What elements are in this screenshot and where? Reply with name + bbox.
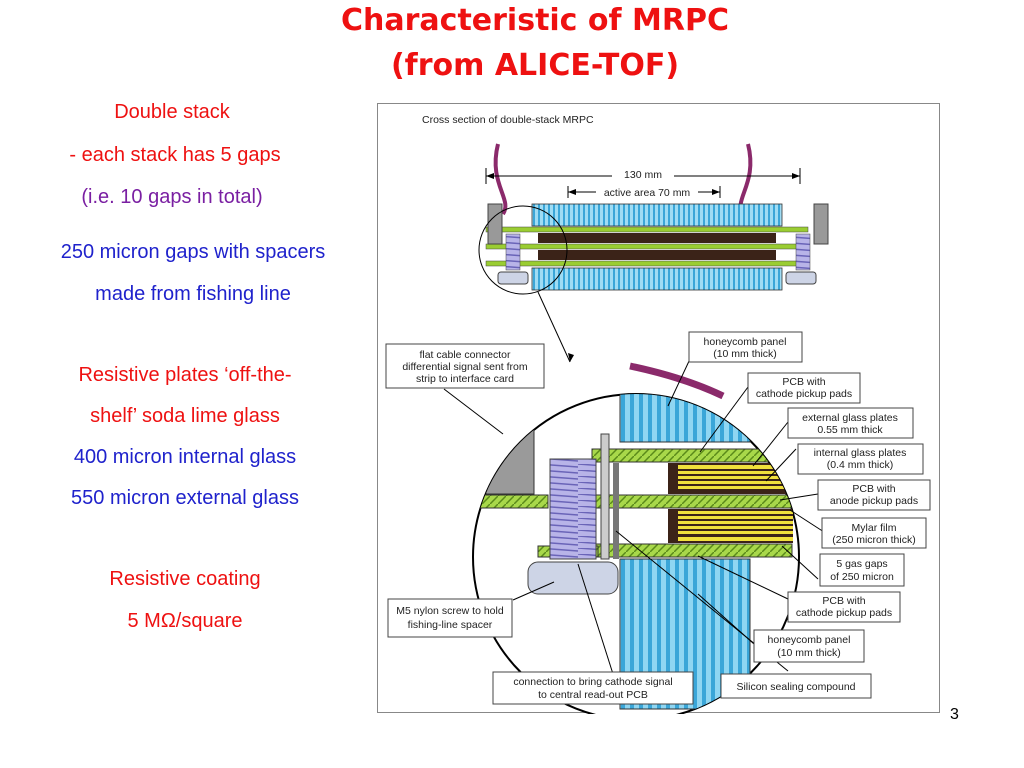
pcb-connector [477,494,549,509]
svg-text:anode pickup pads: anode pickup pads [830,495,918,507]
svg-text:5 gas gaps: 5 gas gaps [836,558,887,570]
label-flat-cable: flat cable connector differential signal… [385,343,545,389]
label-honeycomb-bottom: honeycomb panel (10 mm thick) [753,629,865,663]
svg-text:PCB with: PCB with [782,376,825,388]
cable-right [738,143,753,216]
svg-text:(10 mm thick): (10 mm thick) [777,647,841,659]
label-pcb-cathode-bottom: PCB with cathode pickup pads [787,591,901,623]
bullet-external-glass: 550 micron external glass [71,487,299,509]
pcb-bottom [591,543,793,558]
label-honeycomb-top: honeycomb panel (10 mm thick) [688,331,803,363]
pcb-anode [591,494,793,509]
label-mylar-film: Mylar film (250 micron thick) [821,517,927,549]
svg-text:PCB with: PCB with [852,483,895,495]
screw-head [527,561,619,595]
svg-text:(250 micron thick): (250 micron thick) [832,534,915,546]
flat-cable-connector [485,403,535,495]
svg-text:(10 mm thick): (10 mm thick) [713,348,777,360]
svg-text:internal glass plates: internal glass plates [814,447,907,459]
svg-text:Silicon sealing compound: Silicon sealing compound [736,681,855,693]
bullet-internal-glass: 400 micron internal glass [73,446,297,468]
label-internal-glass: internal glass plates (0.4 mm thick) [797,443,924,475]
slide-title-line-1: Characteristic of MRPC [341,3,729,38]
slide-title-line-2: (from ALICE-TOF) [390,48,680,83]
diagram-caption: Cross section of double-stack MRPC [422,114,594,126]
label-pcb-anode: PCB with anode pickup pads [817,479,931,511]
bullet-resistive-plates: Resistive plates ‘off-the- [78,364,292,386]
svg-text:cathode pickup pads: cathode pickup pads [756,388,852,400]
bullet-five-gaps: - each stack has 5 gaps [69,144,281,166]
zoom-indicator-circle [478,205,568,295]
svg-text:M5 nylon screw to hold: M5 nylon screw to hold [396,605,504,617]
svg-text:cathode pickup pads: cathode pickup pads [796,607,892,619]
svg-text:connection to bring cathode si: connection to bring cathode signal [513,676,672,688]
svg-text:of 250 micron: of 250 micron [830,571,894,583]
bullet-resistive-coating: Resistive coating [109,568,261,590]
label-cathode-connection: connection to bring cathode signal to ce… [492,671,694,705]
svg-text:external glass plates: external glass plates [802,412,898,424]
nylon-screw [549,458,597,560]
mrpc-cross-section-diagram: Cross section of double-stack MRPC 130 m… [385,114,931,714]
overview-honeycomb-bottom [531,267,783,291]
bullet-soda-lime: shelf’ soda lime glass [90,405,280,427]
svg-text:to central read-out PCB: to central read-out PCB [538,689,648,701]
bullet-gap-size: 250 micron gaps with spacers [60,241,326,263]
cable-zoom [629,362,725,400]
svg-text:0.55 mm thick: 0.55 mm thick [817,424,883,436]
svg-text:PCB with: PCB with [822,595,865,607]
diagram-frame: Cross section of double-stack MRPC 130 m… [377,103,940,714]
dimension-130mm: 130 mm [624,169,662,181]
label-external-glass: external glass plates 0.55 mm thick [787,407,914,439]
bullet-ten-gaps: (i.e. 10 gaps in total) [81,186,263,208]
bullet-double-stack: Double stack [114,101,230,123]
svg-text:(0.4 mm thick): (0.4 mm thick) [827,459,894,471]
svg-text:honeycomb panel: honeycomb panel [704,336,787,348]
svg-text:strip to interface card: strip to interface card [416,373,514,385]
pcb-top [591,448,793,463]
bullet-fishing-line: made from fishing line [95,283,291,305]
glass-stack [668,463,793,543]
svg-text:honeycomb panel: honeycomb panel [768,634,851,646]
label-m5-screw: M5 nylon screw to hold fishing-line spac… [387,598,513,638]
overview-honeycomb-top [531,203,783,227]
label-silicon-sealing: Silicon sealing compound [720,673,872,699]
label-pcb-cathode-top: PCB with cathode pickup pads [747,372,861,404]
label-gas-gaps: 5 gas gaps of 250 micron [819,553,905,587]
svg-text:flat cable connector: flat cable connector [419,349,511,361]
bullet-resistivity: 5 MΩ/square [127,610,243,632]
page-number: 3 [950,706,959,723]
dimension-active-area: active area 70 mm [604,187,691,199]
svg-text:differential signal sent from: differential signal sent from [402,361,528,373]
svg-text:fishing-line spacer: fishing-line spacer [408,619,493,631]
svg-text:Mylar film: Mylar film [852,522,897,534]
